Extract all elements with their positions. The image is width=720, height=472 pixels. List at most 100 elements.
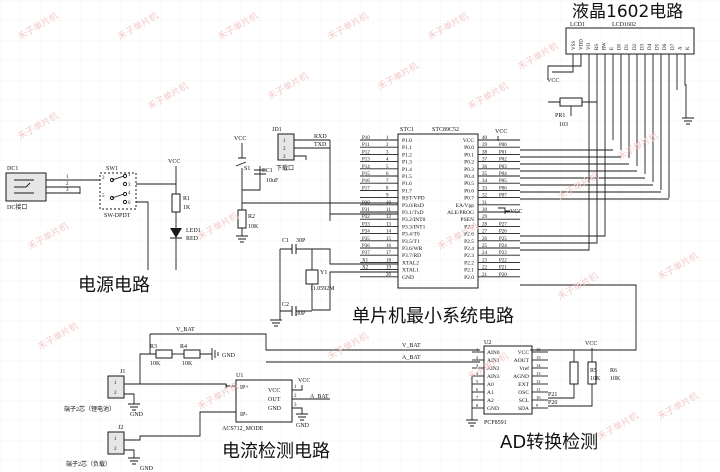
adc-abat-label: A_BAT <box>402 355 421 361</box>
mcu-pin-number: 26 <box>482 237 488 242</box>
mcu-pin-name: P3.0/RxD <box>402 203 424 209</box>
mcu-pin-number: 20 <box>386 273 392 278</box>
adc-pin-number: 7 <box>476 395 479 400</box>
sw-pin-5: 5 <box>102 194 105 199</box>
mcu-pin-net: P11 <box>362 143 370 148</box>
pot-val: 103 <box>559 122 568 128</box>
mcu-pin-number: 18 <box>386 258 392 263</box>
adc-pin-name: A0 <box>487 382 494 388</box>
mcu-pin-name: P3.6/WR <box>402 246 423 252</box>
adc-pin-number: 11 <box>536 387 540 392</box>
s1-ref: S1 <box>244 166 250 172</box>
scl-net: P21 <box>548 392 557 398</box>
download-header <box>277 133 295 161</box>
jd-ref: JD1 <box>272 127 282 133</box>
y1-ref: Y1 <box>320 270 327 276</box>
p2-control-bus <box>520 58 606 251</box>
lcd-pin-label: D6 <box>663 43 668 50</box>
power-vcc: VCC <box>168 159 180 165</box>
mcu-pin-name: P2.3 <box>464 253 474 259</box>
adc-pin-number: 1 <box>476 347 478 352</box>
dc-pin-2: 2 <box>66 182 69 187</box>
crystal-block: C1 30P Y1 11.0592M C2 30P <box>270 238 398 327</box>
c2-ref: C2 <box>282 302 289 308</box>
mcu-pin-net: P01 <box>499 150 507 155</box>
j1-leads <box>124 383 140 411</box>
vbat-label: V_BAT <box>176 327 195 333</box>
mcu-pin-name: P2.0 <box>464 275 474 281</box>
j2-label: 端子2芯（负载） <box>66 460 111 468</box>
mcu-pin-number: 23 <box>482 258 488 263</box>
ea-vcc-lead <box>498 207 510 214</box>
mcu-pin-net: P05 <box>499 179 507 184</box>
lcd-gnd-symbol <box>682 117 694 125</box>
lcd-pin-label: D7 <box>671 43 676 50</box>
adc-pin-number: 15 <box>536 355 541 360</box>
led-color: RED <box>186 236 199 242</box>
mcu-pin-name: RST/VPD <box>402 196 425 202</box>
mcu-pin-net: X1 <box>362 258 369 263</box>
ea-vcc: VCC <box>510 209 522 215</box>
adc-pin-number: 10 <box>536 395 541 400</box>
mcu-pin-name: VCC <box>463 138 475 144</box>
mcu-model: STC89C52 <box>432 127 459 133</box>
lcd-pin-label: VDD <box>580 39 585 50</box>
sw-output-leads <box>136 183 176 270</box>
adc-pin-name: SCL <box>519 398 530 404</box>
current-block: V_BAT R3 10K R4 10K GND J1 1 2 端子2芯（锂电池）… <box>64 327 480 472</box>
lcd-pin-label: D2 <box>633 43 638 50</box>
r2-val: 10K <box>248 224 259 230</box>
u1-ref: U1 <box>236 373 243 379</box>
mcu-pin-number: 32 <box>482 194 488 199</box>
c1-ref: C1 <box>282 238 289 244</box>
mcu-pin-number: 27 <box>482 230 488 235</box>
lcd-data-leads <box>620 54 687 198</box>
j1-ref: J1 <box>120 369 125 375</box>
ip-plus-lead <box>140 383 236 387</box>
adc-pin-name: OSC <box>518 390 529 396</box>
mcu-pin-net: P25 <box>499 237 507 242</box>
y1-val: 11.0592M <box>310 286 335 292</box>
mcu-pin-name: P1.5 <box>402 174 412 180</box>
r5-ref: R5 <box>590 368 597 374</box>
mcu-pin-name: P0.0 <box>464 145 474 151</box>
sw-ref: SW1 <box>106 166 118 172</box>
dc-leads <box>46 179 100 194</box>
mcu-chip <box>397 133 479 289</box>
lcd-ref: LCD1 <box>570 22 585 28</box>
r1-val: 1K <box>183 205 191 211</box>
mcu-pin-number: 9 <box>386 194 389 199</box>
mcu-pin-net: P10 <box>362 136 370 141</box>
title-power: 电源电路 <box>78 275 150 296</box>
dc-jack-contacts <box>14 179 34 194</box>
adc-pin-name: AIN1 <box>487 358 500 364</box>
uart-leads <box>329 140 398 221</box>
mcu-pin-net: P31 <box>362 208 370 213</box>
title-mcu: 单片机最小系统电路 <box>352 306 514 327</box>
mcu-pin-name: P1.7 <box>402 188 412 194</box>
mcu-pin-net: P27 <box>499 222 507 227</box>
mcu-pin-number: 12 <box>386 215 392 220</box>
sw-pin-3: 3 <box>128 183 131 188</box>
adc-pin-number: 14 <box>536 363 541 368</box>
u1-gnd: GND <box>296 423 310 429</box>
u1-pin-4: 4 <box>225 385 228 390</box>
adc-pin-name: AGND <box>513 374 529 380</box>
u1-vcc: VCC <box>298 378 310 384</box>
pot-leads <box>548 101 597 116</box>
mcu-pin-number: 31 <box>482 201 488 206</box>
mcu-pin-number: 1 <box>386 136 389 141</box>
u1-ip-plus: IP+ <box>240 385 249 391</box>
mcu-pin-net: P21 <box>499 266 507 271</box>
u1-pin-1: 1 <box>294 385 297 390</box>
mcu-pin-number: 7 <box>386 179 389 184</box>
dpdt-switch <box>99 172 137 210</box>
lcd-pin-label: D4 <box>648 43 653 50</box>
mcu-pin-name: P3.3/INT1 <box>402 224 426 230</box>
mcu-pin-number: 2 <box>386 143 389 148</box>
jd-pin-2: 2 <box>283 147 286 152</box>
